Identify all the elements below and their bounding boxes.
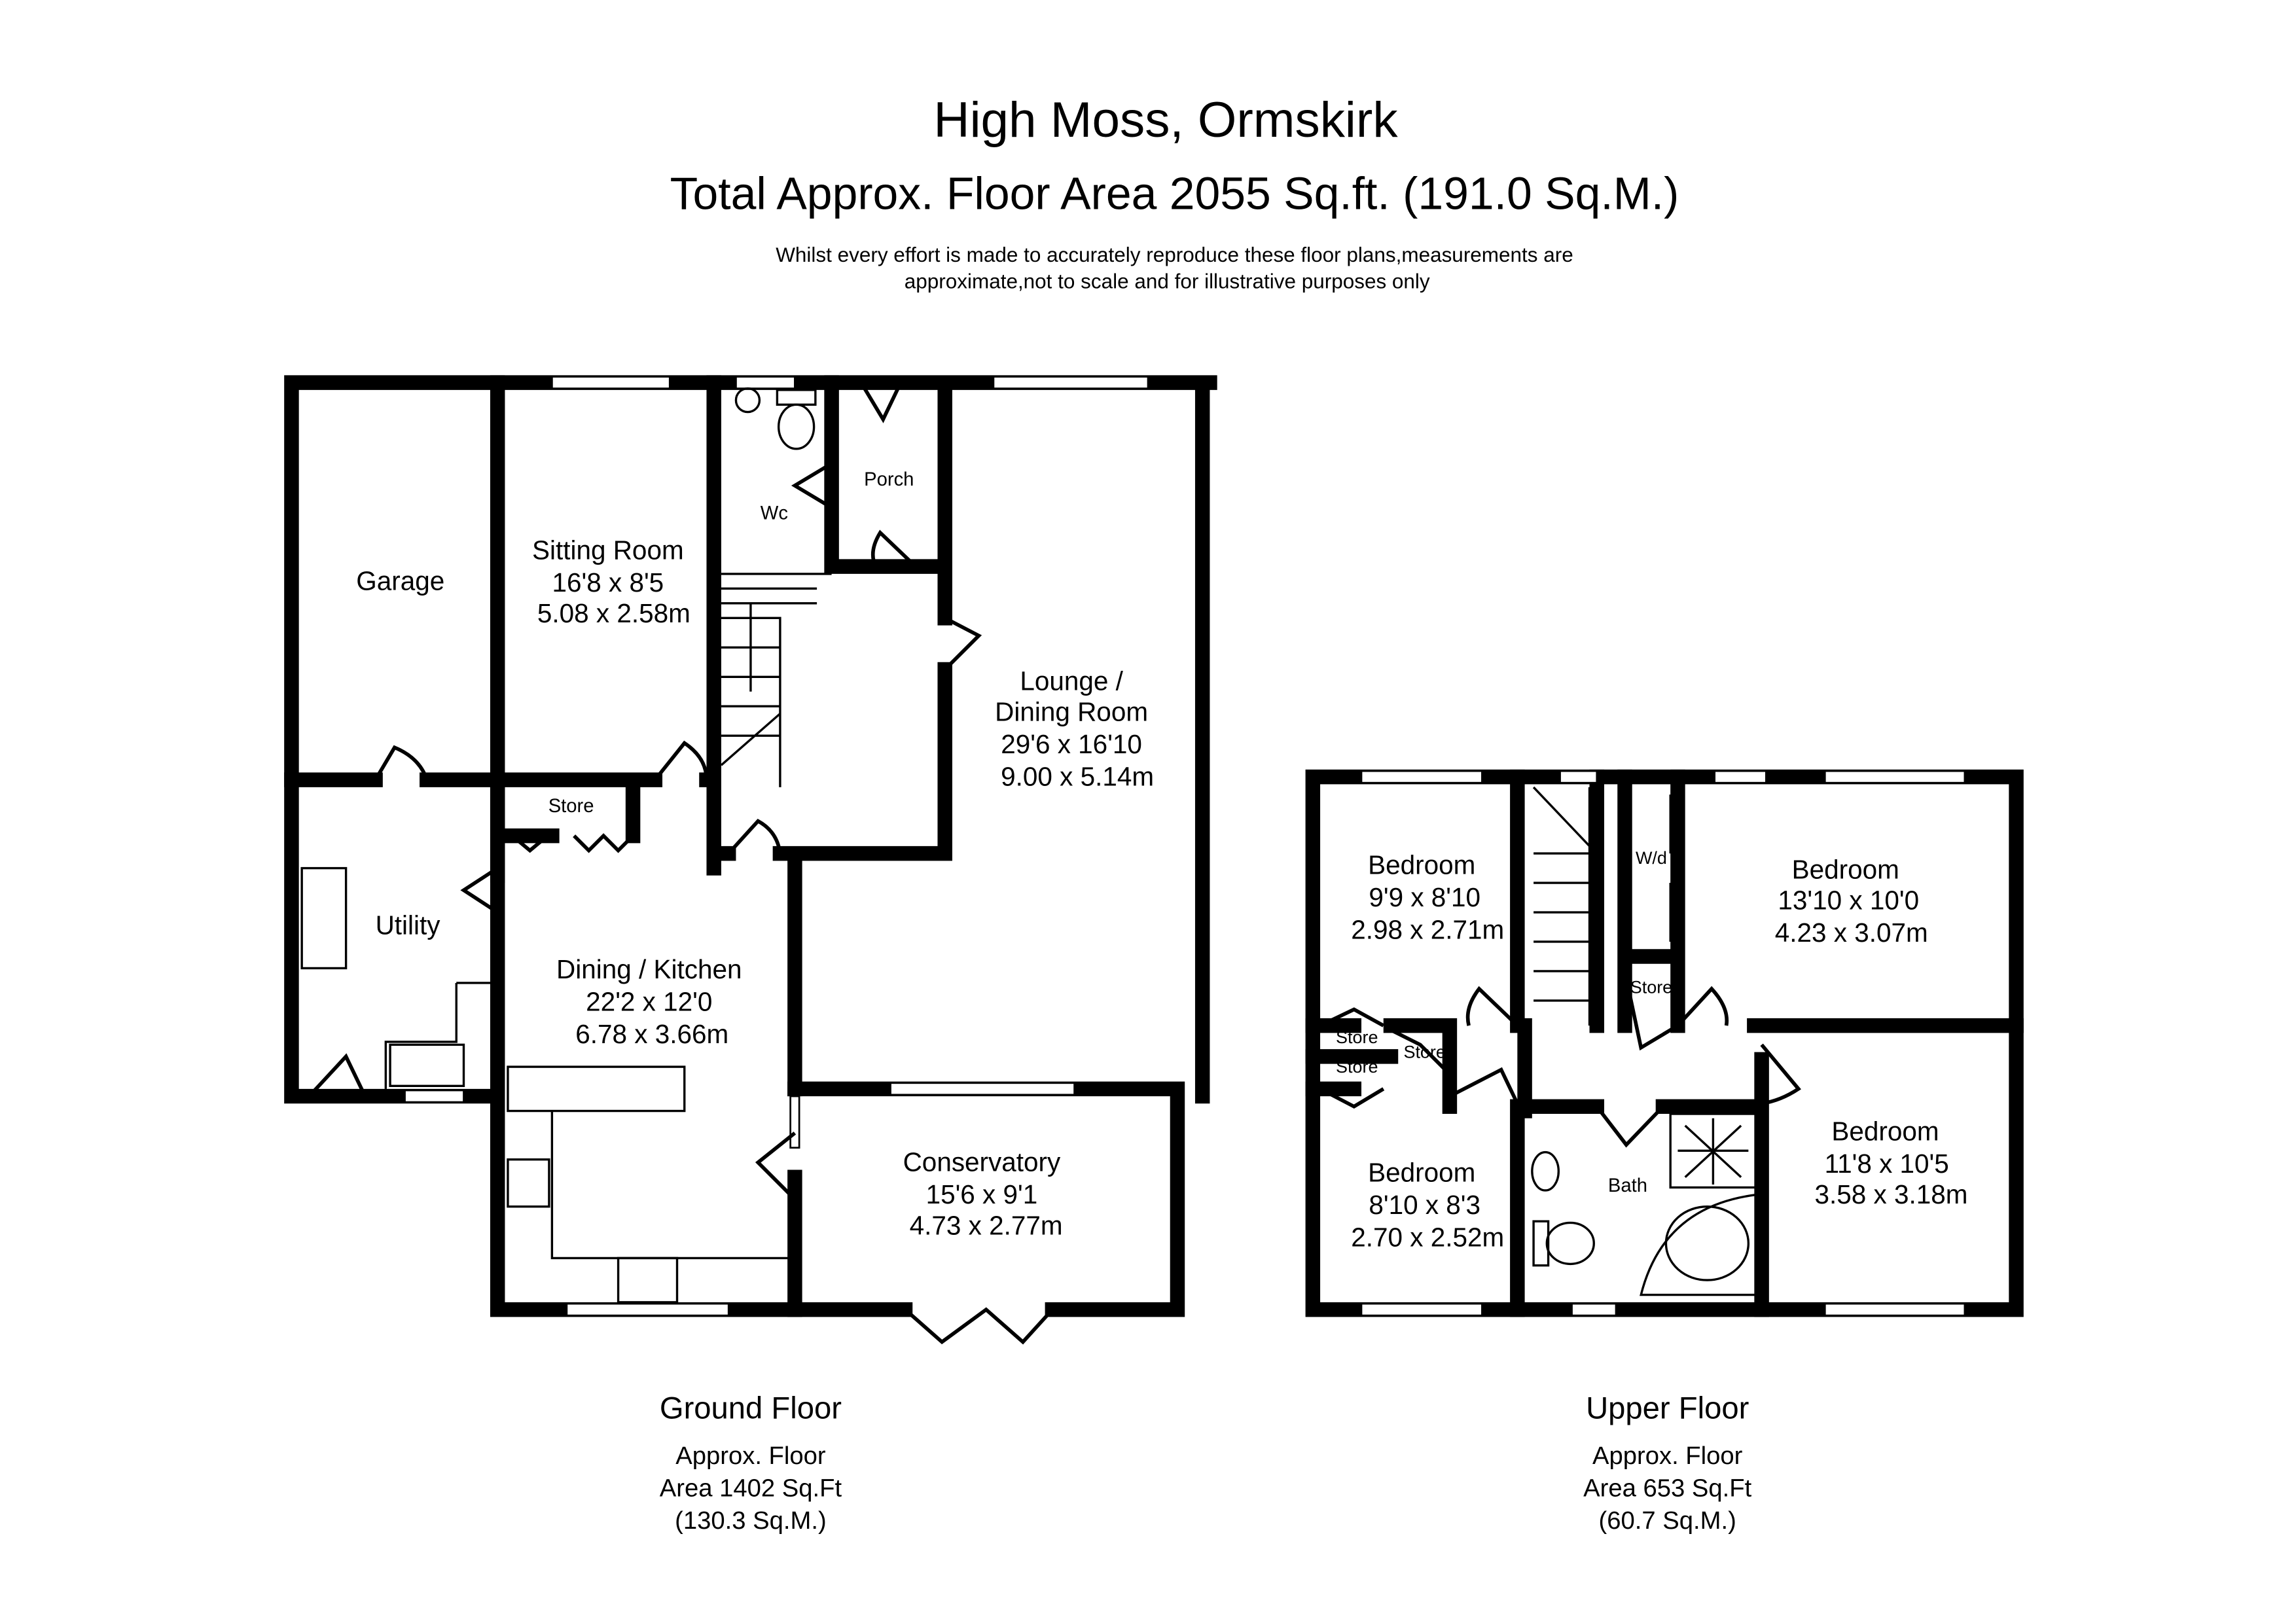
room-label-bedroom-2: Bedroom xyxy=(1792,854,1899,884)
room-dims-lounge-metric: 9.00 x 5.14m xyxy=(1001,762,1154,792)
room-dims-bedroom-2-imperial: 13'10 x 10'0 xyxy=(1778,885,1919,916)
room-label-store-upper: Store xyxy=(1630,978,1672,997)
room-label-wc: Wc xyxy=(761,503,788,524)
room-label-conservatory: Conservatory xyxy=(903,1147,1061,1177)
room-label-porch: Porch xyxy=(864,469,914,490)
room-label-bedroom-4: Bedroom xyxy=(1831,1116,1939,1147)
room-label-store-left-bottom: Store xyxy=(1336,1057,1378,1077)
upper-floor-title: Upper Floor xyxy=(1586,1391,1749,1425)
ground-floor-plan: Garage Sitting Room 16'8 x 8'5 5.08 x 2.… xyxy=(284,375,1217,1345)
room-dims-bedroom-4-imperial: 11'8 x 10'5 xyxy=(1825,1149,1949,1179)
room-dims-bedroom-1-metric: 2.98 x 2.71m xyxy=(1351,914,1504,944)
room-dims-lounge-imperial: 29'6 x 16'10 xyxy=(1001,729,1142,759)
room-label-kitchen: Dining / Kitchen xyxy=(556,954,742,984)
room-label-garage: Garage xyxy=(356,566,444,596)
room-label-dining-room: Dining Room xyxy=(995,697,1148,727)
room-label-bedroom-3: Bedroom xyxy=(1368,1157,1475,1187)
room-dims-sitting-imperial: 16'8 x 8'5 xyxy=(552,567,664,597)
room-label-store-landing: Store xyxy=(1403,1043,1445,1062)
upper-floor-area-2: Area 653 Sq.Ft xyxy=(1583,1474,1751,1503)
room-label-lounge: Lounge / xyxy=(1020,666,1123,696)
ground-floor-area-1: Approx. Floor xyxy=(675,1442,826,1470)
upper-floor-area-1: Approx. Floor xyxy=(1592,1442,1743,1470)
room-dims-bedroom-2-metric: 4.23 x 3.07m xyxy=(1775,918,1928,948)
room-label-wd: W/d xyxy=(1636,848,1667,868)
plan-title: High Moss, Ormskirk xyxy=(933,92,1398,148)
room-dims-sitting-metric: 5.08 x 2.58m xyxy=(537,598,691,628)
room-dims-bedroom-1-imperial: 9'9 x 8'10 xyxy=(1369,882,1480,912)
room-label-store: Store xyxy=(548,796,594,817)
upper-floor-plan: Bedroom 9'9 x 8'10 2.98 x 2.71m Bedroom … xyxy=(1305,769,2024,1317)
ground-floor-area-2: Area 1402 Sq.Ft xyxy=(660,1474,842,1503)
room-label-utility: Utility xyxy=(376,910,441,940)
room-dims-conservatory-imperial: 15'6 x 9'1 xyxy=(926,1179,1038,1209)
room-dims-bedroom-3-metric: 2.70 x 2.52m xyxy=(1351,1222,1504,1252)
plan-subtitle: Total Approx. Floor Area 2055 Sq.ft. (19… xyxy=(670,168,1679,219)
ground-floor-area-3: (130.3 Sq.M.) xyxy=(675,1507,827,1535)
room-dims-conservatory-metric: 4.73 x 2.77m xyxy=(910,1210,1063,1240)
room-label-sitting-room: Sitting Room xyxy=(532,535,684,565)
room-dims-bedroom-3-imperial: 8'10 x 8'3 xyxy=(1369,1190,1480,1220)
room-label-bath: Bath xyxy=(1608,1175,1647,1196)
disclaimer-line2: approximate,not to scale and for illustr… xyxy=(905,270,1430,293)
room-dims-bedroom-4-metric: 3.58 x 3.18m xyxy=(1814,1179,1967,1209)
ground-floor-title: Ground Floor xyxy=(660,1391,842,1425)
disclaimer-line1: Whilst every effort is made to accuratel… xyxy=(776,243,1573,266)
room-label-store-left-top: Store xyxy=(1336,1027,1378,1047)
room-dims-kitchen-imperial: 22'2 x 12'0 xyxy=(586,987,712,1017)
room-label-bedroom-1: Bedroom xyxy=(1368,850,1475,880)
upper-floor-area-3: (60.7 Sq.M.) xyxy=(1599,1507,1736,1535)
room-dims-kitchen-metric: 6.78 x 3.66m xyxy=(575,1019,728,1049)
